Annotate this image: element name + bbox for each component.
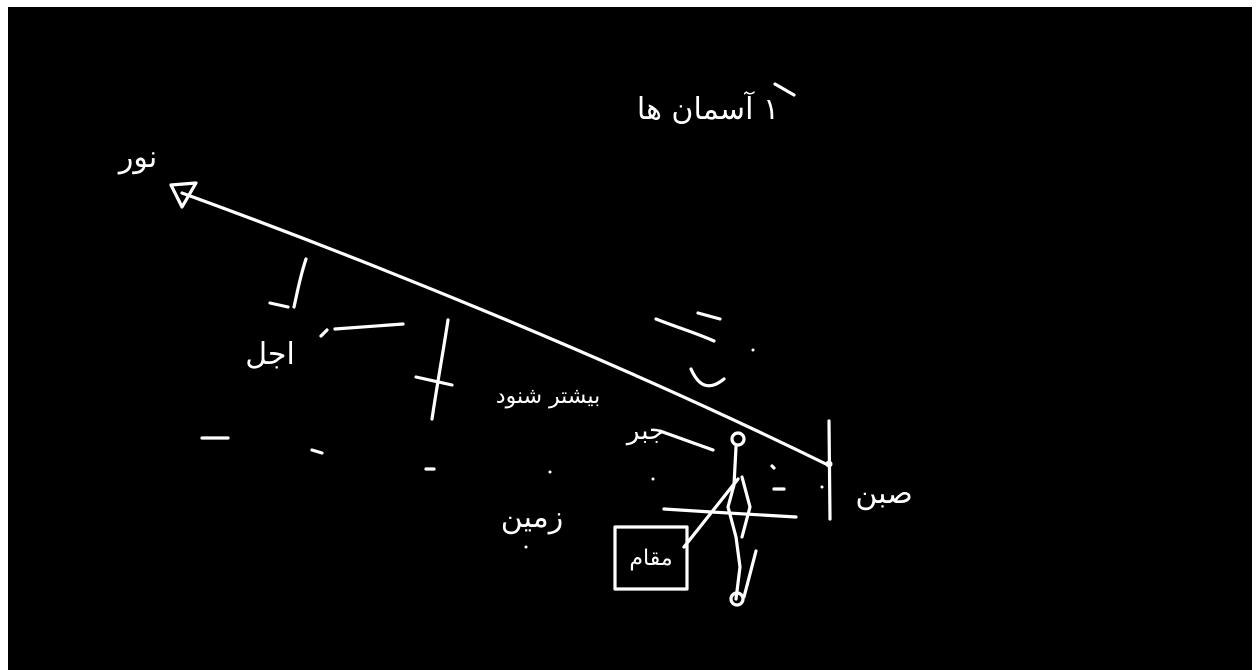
dot-4 xyxy=(524,545,528,549)
figure-foot-circle xyxy=(729,591,745,607)
figure-head-circle xyxy=(730,431,746,447)
main-arrow-head xyxy=(169,181,198,209)
main-arrow xyxy=(169,181,830,467)
ground-line xyxy=(662,507,798,519)
vertical-marker-line xyxy=(827,419,832,521)
ajal-label: اجل xyxy=(245,337,295,372)
jabr-arrow xyxy=(658,429,715,452)
middle-tick-bar xyxy=(414,375,454,387)
upper-dash-2 xyxy=(696,311,722,321)
figure xyxy=(682,431,758,607)
figure-right-leg xyxy=(740,475,752,539)
maqam-label: مقام xyxy=(629,546,672,571)
dot-3 xyxy=(751,348,755,352)
top-title-text: ۱ آسمان ها xyxy=(637,91,779,127)
dot-5 xyxy=(820,485,824,489)
upper-glyph xyxy=(689,367,726,388)
figure-body xyxy=(726,445,742,601)
zamin-label: زمین xyxy=(501,500,563,535)
middle-tick-line xyxy=(430,318,450,421)
ajal-pointer-line xyxy=(333,322,405,331)
sebn-label: صبن xyxy=(855,476,912,511)
ajal-pointer-head xyxy=(319,328,329,338)
dash-left-2 xyxy=(310,448,324,455)
figure-lower-right xyxy=(742,549,758,599)
dot-1 xyxy=(548,470,552,474)
end-dot xyxy=(825,460,833,468)
main-arrow-line xyxy=(180,191,830,467)
drawing-board: ۱ آسمان ها نور اجل بیشتر شنود جبر xyxy=(8,7,1252,670)
left-tick-mark-2 xyxy=(268,301,290,309)
upper-dash-1 xyxy=(654,317,716,343)
bishtar-shonoud-label: بیشتر شنود xyxy=(496,384,600,409)
dot-2 xyxy=(651,477,655,481)
label-box xyxy=(613,525,689,591)
light-label: نور xyxy=(117,140,157,175)
left-tick-mark xyxy=(292,257,308,309)
whiteboard-diagram: ۱ آسمان ها نور اجل بیشتر شنود جبر xyxy=(117,82,913,607)
dash-right-2 xyxy=(770,464,776,470)
top-dash xyxy=(773,82,796,97)
